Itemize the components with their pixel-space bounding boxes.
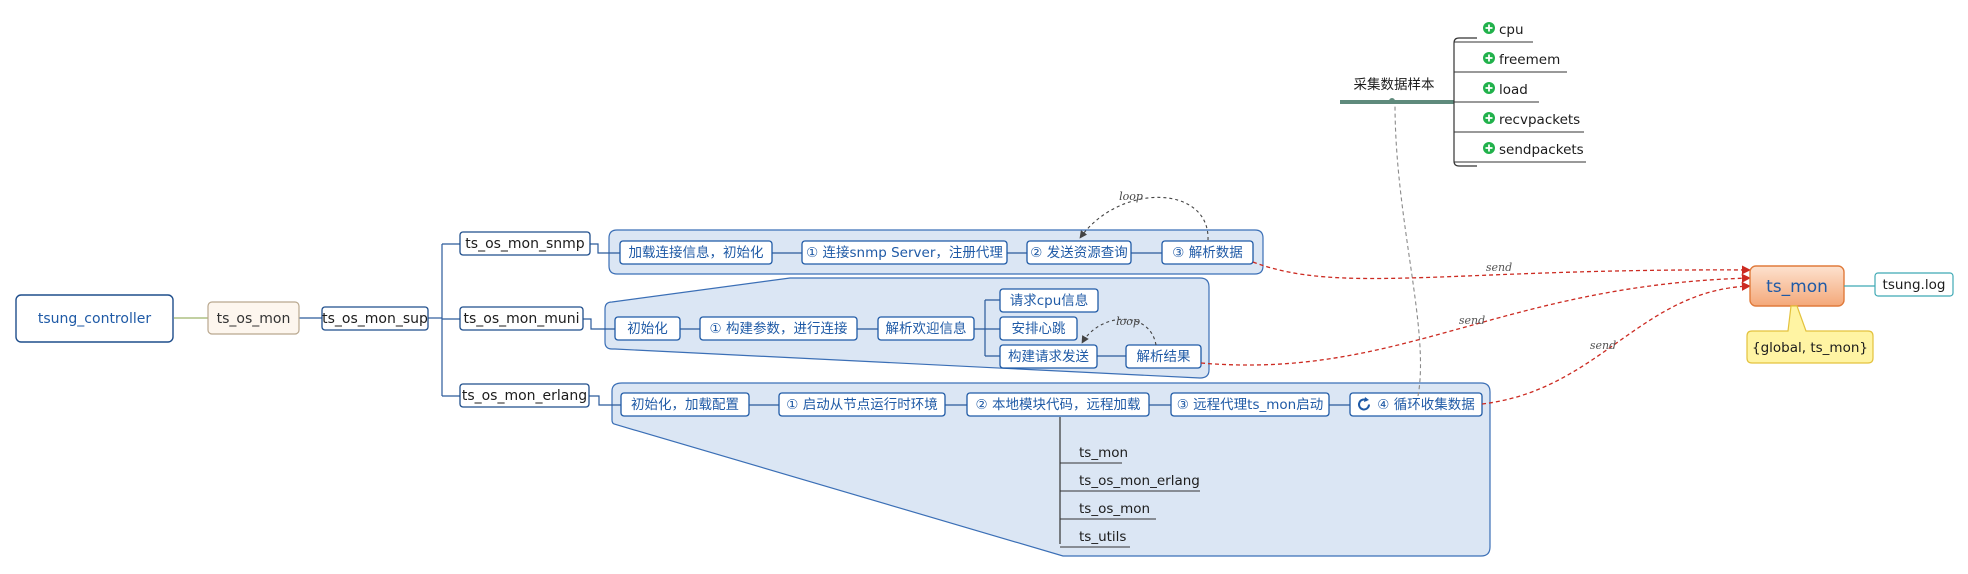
module-ts-utils[interactable]: ts_utils [1060, 529, 1130, 548]
erlang-panel [611, 382, 1491, 557]
snmp-step-parse-label: ③ 解析数据 [1172, 245, 1242, 261]
module-ts-mon[interactable]: ts_mon [1060, 445, 1128, 464]
muni-loop-label: loop [1116, 315, 1140, 328]
sample-freemem[interactable]: freemem [1454, 52, 1567, 73]
module-ts-os-mon-erlang[interactable]: ts_os_mon_erlang [1060, 473, 1200, 492]
connector-sup-children [441, 243, 460, 397]
muni-branch-send-label: 构建请求发送 [1008, 349, 1089, 365]
erlang-step-init-label: 初始化，加载配置 [631, 396, 739, 413]
muni-branch-heartbeat[interactable]: 安排心跳 [999, 316, 1078, 341]
snmp-loop-label: loop [1119, 190, 1143, 203]
connector-erlang-chain [589, 395, 621, 406]
ts-os-mon-erlang-node[interactable]: ts_os_mon_erlang [459, 383, 590, 408]
erlang-step-collect[interactable]: ④ 循环收集数据 [1349, 392, 1483, 417]
erlang-send-arrow [1481, 281, 1751, 405]
sample-load-label: load [1499, 82, 1528, 98]
samples-bar-joint [1389, 98, 1395, 104]
muni-step-result-label: 解析结果 [1137, 349, 1191, 365]
tsung-controller-node[interactable]: tsung_controller [15, 294, 174, 343]
ts-mon-node[interactable]: ts_mon [1749, 265, 1845, 307]
muni-step-init[interactable]: 初始化 [614, 316, 681, 341]
ts-os-mon-node[interactable]: ts_os_mon [207, 301, 300, 335]
erlang-step-runtime-label: ① 启动从节点运行时环境 [786, 397, 937, 413]
sample-sendpackets[interactable]: sendpackets [1454, 142, 1586, 163]
connector-muni-chain [583, 318, 615, 330]
snmp-step-parse[interactable]: ③ 解析数据 [1161, 240, 1254, 265]
sample-cpu[interactable]: cpu [1454, 22, 1533, 43]
muni-step-welcome[interactable]: 解析欢迎信息 [877, 316, 975, 341]
ts-os-mon-label: ts_os_mon [217, 311, 291, 327]
sample-sendpackets-label: sendpackets [1499, 142, 1584, 158]
muni-step-welcome-label: 解析欢迎信息 [886, 320, 967, 337]
erlang-step-load[interactable]: ② 本地模块代码，远程加载 [966, 392, 1150, 417]
sample-recvpackets[interactable]: recvpackets [1454, 112, 1584, 133]
module-ts-mon-label: ts_mon [1079, 445, 1128, 461]
ts-mon-callout-label: {global, ts_mon} [1752, 340, 1868, 356]
sample-freemem-label: freemem [1499, 52, 1560, 68]
erlang-step-load-label: ② 本地模块代码，远程加载 [976, 397, 1141, 413]
collect-to-samples-dashed [1394, 103, 1422, 397]
ts-os-mon-sup-label: ts_os_mon_sup [322, 311, 428, 327]
tsung-log-label: tsung.log [1883, 277, 1946, 293]
muni-branch-cpu[interactable]: 请求cpu信息 [999, 288, 1099, 313]
snmp-step-connect[interactable]: ① 连接snmp Server，注册代理 [801, 240, 1008, 265]
muni-branch-heartbeat-label: 安排心跳 [1012, 321, 1066, 337]
ts-os-mon-muni-label: ts_os_mon_muni [464, 311, 580, 327]
sample-cpu-label: cpu [1499, 22, 1524, 38]
muni-branch-cpu-label: 请求cpu信息 [1010, 292, 1089, 309]
erlang-send-label: send [1590, 339, 1616, 352]
sample-load[interactable]: load [1454, 82, 1539, 103]
ts-mon-callout: {global, ts_mon} [1746, 305, 1874, 364]
snmp-step-init[interactable]: 加载连接信息，初始化 [619, 240, 773, 265]
module-ts-os-mon-label: ts_os_mon [1079, 501, 1150, 517]
snmp-send-label: send [1486, 261, 1512, 274]
muni-send-label: send [1459, 314, 1485, 327]
connector-snmp-chain [590, 243, 620, 254]
erlang-step-remote-label: ③ 远程代理ts_mon启动 [1177, 397, 1323, 413]
connector-muni-branches [974, 299, 1000, 357]
module-ts-utils-label: ts_utils [1079, 529, 1126, 545]
samples-label: 采集数据样本 [1354, 77, 1435, 93]
ts-os-mon-snmp-node[interactable]: ts_os_mon_snmp [459, 231, 591, 256]
ts-os-mon-erlang-label: ts_os_mon_erlang [462, 388, 587, 404]
muni-send-arrow [1200, 273, 1751, 366]
erlang-step-remote[interactable]: ③ 远程代理ts_mon启动 [1170, 392, 1330, 417]
ts-mon-label: ts_mon [1766, 277, 1828, 297]
muni-step-result[interactable]: 解析结果 [1125, 344, 1202, 369]
ts-os-mon-muni-node[interactable]: ts_os_mon_muni [459, 306, 584, 331]
erlang-step-init[interactable]: 初始化，加载配置 [620, 392, 750, 417]
ts-os-mon-snmp-label: ts_os_mon_snmp [465, 236, 585, 252]
tsung-log-node[interactable]: tsung.log [1874, 272, 1954, 297]
refresh-icon [1358, 397, 1370, 411]
erlang-step-collect-label: ④ 循环收集数据 [1377, 397, 1474, 413]
snmp-step-init-label: 加载连接信息，初始化 [629, 244, 764, 261]
snmp-step-connect-label: ① 连接snmp Server，注册代理 [806, 244, 1003, 261]
muni-branch-send[interactable]: 构建请求发送 [999, 344, 1098, 369]
muni-step-init-label: 初始化 [627, 320, 668, 337]
erlang-step-runtime[interactable]: ① 启动从节点运行时环境 [778, 392, 946, 417]
module-ts-os-mon[interactable]: ts_os_mon [1060, 501, 1156, 520]
module-ts-os-mon-erlang-label: ts_os_mon_erlang [1079, 473, 1200, 489]
snmp-loop-arrow [1079, 196, 1209, 241]
snmp-step-query-label: ② 发送资源查询 [1030, 245, 1127, 261]
tsung-controller-label: tsung_controller [38, 311, 151, 327]
snmp-step-query[interactable]: ② 发送资源查询 [1026, 240, 1132, 265]
snmp-send-arrow [1252, 261, 1751, 280]
muni-step-connect[interactable]: ① 构建参数，进行连接 [699, 316, 858, 341]
ts-os-mon-sup-node[interactable]: ts_os_mon_sup [321, 306, 429, 331]
sample-recvpackets-label: recvpackets [1499, 112, 1580, 128]
muni-step-connect-label: ① 构建参数，进行连接 [710, 320, 848, 337]
